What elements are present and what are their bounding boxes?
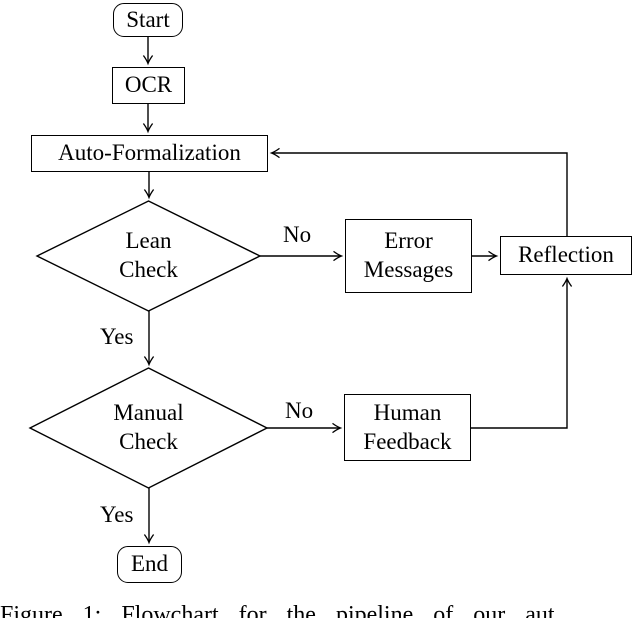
edge-label-lean-check-no: No: [283, 222, 312, 247]
node-end-label: End: [130, 551, 169, 577]
node-human-feedback: Human Feedback: [344, 394, 471, 461]
node-auto-formalization-label: Auto-Formalization: [58, 140, 241, 166]
node-lean-check-label: Lean Check: [119, 228, 178, 282]
node-auto-formalization: Auto-Formalization: [31, 135, 268, 172]
edge-label-manual-check-no: No: [285, 398, 314, 423]
edge-humanfeedback-to-reflection: [471, 276, 573, 429]
node-reflection-label: Reflection: [518, 242, 614, 268]
node-end: End: [117, 546, 182, 583]
node-error-messages-label: Error Messages: [363, 228, 454, 282]
node-reflection: Reflection: [500, 236, 632, 275]
node-start-label: Start: [126, 6, 170, 32]
node-error-messages: Error Messages: [345, 219, 472, 293]
node-manual-check-label: Manual Check: [113, 400, 184, 454]
figure-caption: Figure 1: Flowchart for the pipeline of …: [0, 602, 555, 618]
node-lean-check-diamond: [35, 200, 262, 312]
edge-label-lean-check-yes: Yes: [100, 324, 134, 349]
edge-label-manual-check-yes: Yes: [100, 502, 134, 527]
node-ocr-label: OCR: [124, 72, 173, 98]
edge-reflection-to-autoformalization: [269, 147, 568, 236]
node-human-feedback-label: Human Feedback: [363, 399, 452, 454]
node-start: Start: [113, 3, 183, 37]
node-manual-check-diamond: [28, 367, 269, 489]
node-ocr: OCR: [112, 67, 185, 104]
